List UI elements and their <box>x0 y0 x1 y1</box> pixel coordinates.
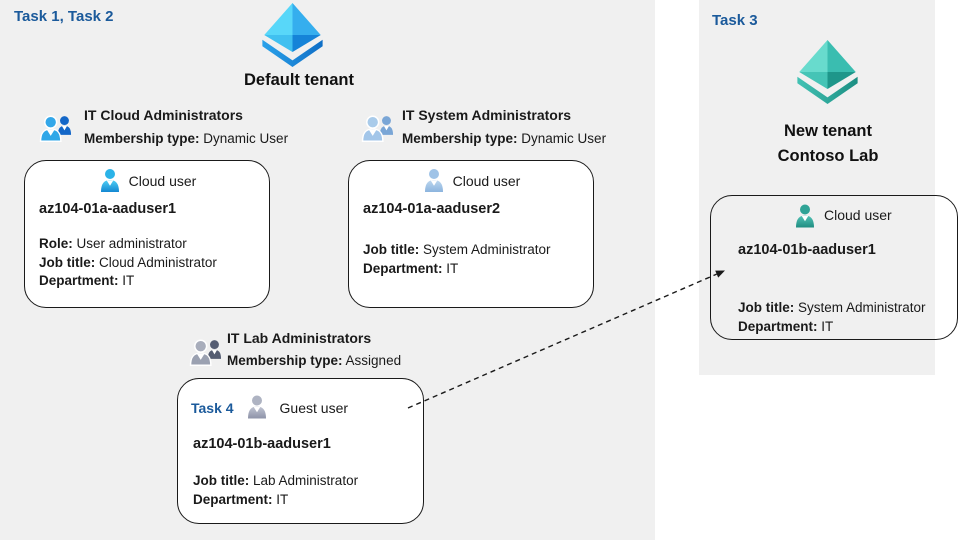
field-department: Department: IT <box>363 260 459 276</box>
card-header: Cloud user <box>25 168 269 194</box>
username: az104-01a-aaduser1 <box>39 201 177 217</box>
new-tenant-cloud-user-card: Cloud user az104-01b-aaduser1 Job title:… <box>710 195 958 340</box>
user-type-label: Cloud user <box>128 173 197 189</box>
user-type-label: Guest user <box>279 399 349 416</box>
card-header: Task 4 Guest user <box>191 394 348 421</box>
new-tenant-name-line1: New tenant <box>783 122 872 140</box>
azure-ad-tenant-icon <box>262 3 323 67</box>
cloud-user-card-2: Cloud user az104-01a-aaduser2 Job title:… <box>348 160 594 308</box>
user-fields: Job title: System Administrator Departme… <box>738 299 926 336</box>
user-fields: Role: User administrator Job title: Clou… <box>39 235 217 291</box>
group-name-it-cloud-admins: IT Cloud Administrators <box>84 107 243 123</box>
default-tenant-name: Default tenant <box>243 71 354 89</box>
field-department: Department: IT <box>193 491 289 507</box>
membership-label: Membership type: <box>84 131 200 146</box>
membership-line: Membership type: Dynamic User <box>84 131 288 146</box>
user-fields: Job title: Lab Administrator Department:… <box>193 472 358 509</box>
user-type-label: Cloud user <box>824 207 892 223</box>
username: az104-01a-aaduser2 <box>363 201 501 217</box>
group-users-icon-gray <box>188 336 224 368</box>
new-tenant-name-line2: Contoso Lab <box>777 147 879 165</box>
azure-ad-new-tenant-icon <box>797 40 858 104</box>
membership-value: Dynamic User <box>521 131 607 146</box>
field-department: Department: IT <box>39 273 135 288</box>
task-3-label: Task 3 <box>712 12 758 29</box>
cloud-user-icon-pale-blue <box>422 168 446 194</box>
field-job-title: Job title: Lab Administrator <box>193 473 359 488</box>
group-users-icon-blue <box>38 112 74 144</box>
cloud-user-icon-cyan <box>98 168 122 194</box>
user-fields: Job title: System Administrator Departme… <box>363 241 551 278</box>
cloud-user-card-1: Cloud user az104-01a-aaduser1 Role: User… <box>24 160 270 308</box>
field-job-title: Job title: Cloud Administrator <box>39 254 217 270</box>
group-name-it-system-admins: IT System Administrators <box>402 107 572 123</box>
membership-label: Membership type: <box>227 353 343 368</box>
membership-line: Membership type: Dynamic User <box>402 131 606 146</box>
cloud-user-icon-teal <box>793 203 817 230</box>
task-1-2-label: Task 1, Task 2 <box>14 8 114 25</box>
membership-label: Membership type: <box>402 131 518 146</box>
guest-user-card: Task 4 Guest user az104-01b-aaduser1 Job… <box>177 378 424 524</box>
user-type-label: Cloud user <box>452 173 521 189</box>
guest-user-icon-gray <box>245 394 269 421</box>
membership-line: Membership type: Assigned <box>227 353 401 368</box>
username: az104-01b-aaduser1 <box>738 242 876 258</box>
field-role: Role: User administrator <box>39 236 187 251</box>
card-header: Cloud user <box>349 168 593 194</box>
membership-value: Assigned <box>345 353 402 368</box>
field-job-title: Job title: System Administrator <box>363 242 551 257</box>
group-name-it-lab-admins: IT Lab Administrators <box>227 330 372 346</box>
task-4-label: Task 4 <box>191 399 234 416</box>
username: az104-01b-aaduser1 <box>193 436 331 452</box>
field-department: Department: IT <box>738 318 834 334</box>
group-users-icon-pale-blue <box>360 112 396 144</box>
field-job-title: Job title: System Administrator <box>738 300 926 315</box>
membership-value: Dynamic User <box>203 131 289 146</box>
